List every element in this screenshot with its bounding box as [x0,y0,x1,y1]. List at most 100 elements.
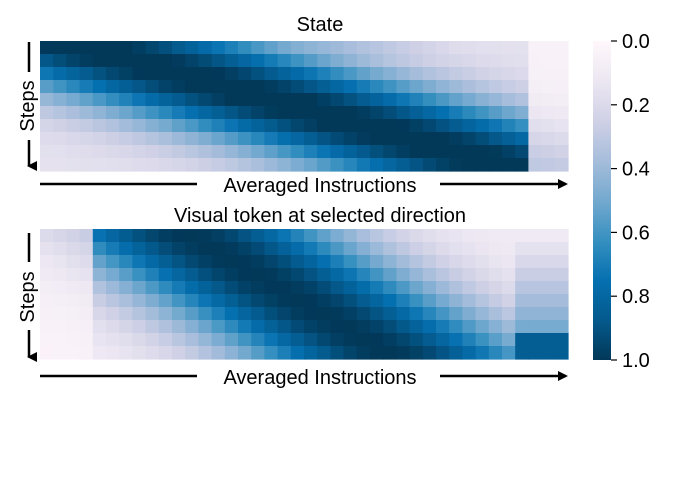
top-heatmap-cell [330,67,345,81]
top-heatmap-cell [317,106,331,120]
bottom-heatmap-cell [66,268,81,282]
bottom-heatmap-cell [304,333,318,347]
top-heatmap-cell [172,132,186,146]
bottom-heatmap-cell [449,268,463,282]
bottom-heatmap-cell [422,229,437,243]
top-heatmap-cell [198,158,213,172]
top-heatmap-cell [436,158,450,172]
top-heatmap-cell [119,119,133,133]
top-heatmap-cell [475,145,490,159]
top-heatmap-cell [409,54,424,68]
top-heatmap-cell [264,132,279,146]
top-heatmap-cell [396,54,411,68]
bottom-heatmap-cell [119,242,133,256]
bottom-heatmap-cell [488,229,503,243]
bottom-heatmap-cell [40,268,54,282]
top-heatmap-cell [330,41,345,55]
bottom-heatmap-cell [158,255,173,269]
bottom-heatmap-cell [145,281,160,295]
top-heatmap-cell [304,67,318,81]
bottom-heatmap-cell [554,268,569,282]
top-heatmap-cell [449,145,463,159]
top-heatmap-cell [304,54,318,68]
top-heatmap-cell [53,93,67,107]
bottom-heatmap-cell [343,281,358,295]
bottom-heatmap-cell [238,294,252,308]
top-heatmap-cell [356,93,371,107]
top-heatmap-cell [370,54,384,68]
bottom-heatmap-cell [211,333,226,347]
top-heatmap-cell [422,80,437,94]
bottom-heatmap-cell [185,346,199,360]
top-heatmap-cell [290,145,305,159]
top-heatmap-cell [541,106,556,120]
top-heatmap-cell [238,106,252,120]
bottom-heatmap-cell [356,229,371,243]
top-heatmap-cell [185,106,199,120]
bottom-heatmap-cell [330,333,345,347]
top-heatmap-cell [396,132,411,146]
bottom-heatmap-cell [185,268,199,282]
top-heatmap-cell [40,93,54,107]
bottom-heatmap-cell [343,294,358,308]
bottom-heatmap-cell [541,281,556,295]
top-heatmap-cell [541,67,556,81]
top-heatmap-cell [409,145,424,159]
bottom-heatmap-cell [198,333,213,347]
bottom-heatmap-cell [304,307,318,321]
bottom-heatmap-cell [158,294,173,308]
top-heatmap-cell [554,132,569,146]
top-heatmap-cell [238,145,252,159]
top-heatmap-cell [462,158,477,172]
bottom-heatmap-cell [40,281,54,295]
top-heatmap-cell [132,93,147,107]
bottom-heatmap-cell [66,242,81,256]
top-heatmap-cell [211,93,226,107]
bottom-heatmap-cell [475,307,490,321]
top-heatmap-cell [224,54,239,68]
bottom-heatmap-cell [158,229,173,243]
top-heatmap-cell [343,54,358,68]
top-heatmap-cell [185,158,199,172]
bottom-heatmap-cell [264,346,279,360]
top-heatmap-cell [462,54,477,68]
bottom-heatmap-cell [106,346,120,360]
top-heatmap-cell [528,54,543,68]
bottom-heatmap-cell [132,346,147,360]
bottom-heatmap-cell [502,229,516,243]
bottom-heatmap-cell [396,333,411,347]
bottom-heatmap-cell [449,281,463,295]
bottom-heatmap-cell [290,346,305,360]
colorbar-tick-label: 0.0 [622,31,650,53]
top-heatmap-cell [475,106,490,120]
top-heatmap-cell [119,158,133,172]
top-heatmap-cell [158,106,173,120]
bottom-heatmap-cell [449,333,463,347]
top-heatmap-cell [172,106,186,120]
top-heatmap-cell [515,93,529,107]
top-heatmap-cell [502,158,516,172]
top-heatmap-cell [172,119,186,133]
bottom-heatmap-cell [541,346,556,360]
bottom-heatmap-cell [370,255,384,269]
bottom-heatmap-cell [370,229,384,243]
bottom-heatmap-cell [436,320,450,334]
top-heatmap-cell [343,93,358,107]
bottom-heatmap-cell [264,229,279,243]
bottom-heatmap-cell [92,333,107,347]
bottom-heatmap-cell [211,268,226,282]
top-heatmap-cell [185,145,199,159]
top-heatmap-cell [79,54,94,68]
bottom-heatmap-cell [106,242,120,256]
top-heatmap-cell [224,93,239,107]
bottom-heatmap-cell [515,320,529,334]
top-heatmap-cell [132,145,147,159]
top-heatmap-cell [264,41,279,55]
top-heatmap-cell [317,132,331,146]
bottom-heatmap-cell [330,255,345,269]
top-heatmap-cell [132,54,147,68]
top-heatmap-cell [422,41,437,55]
bottom-heatmap-cell [106,333,120,347]
top-heatmap-cell [502,93,516,107]
bottom-heatmap-cell [79,320,94,334]
